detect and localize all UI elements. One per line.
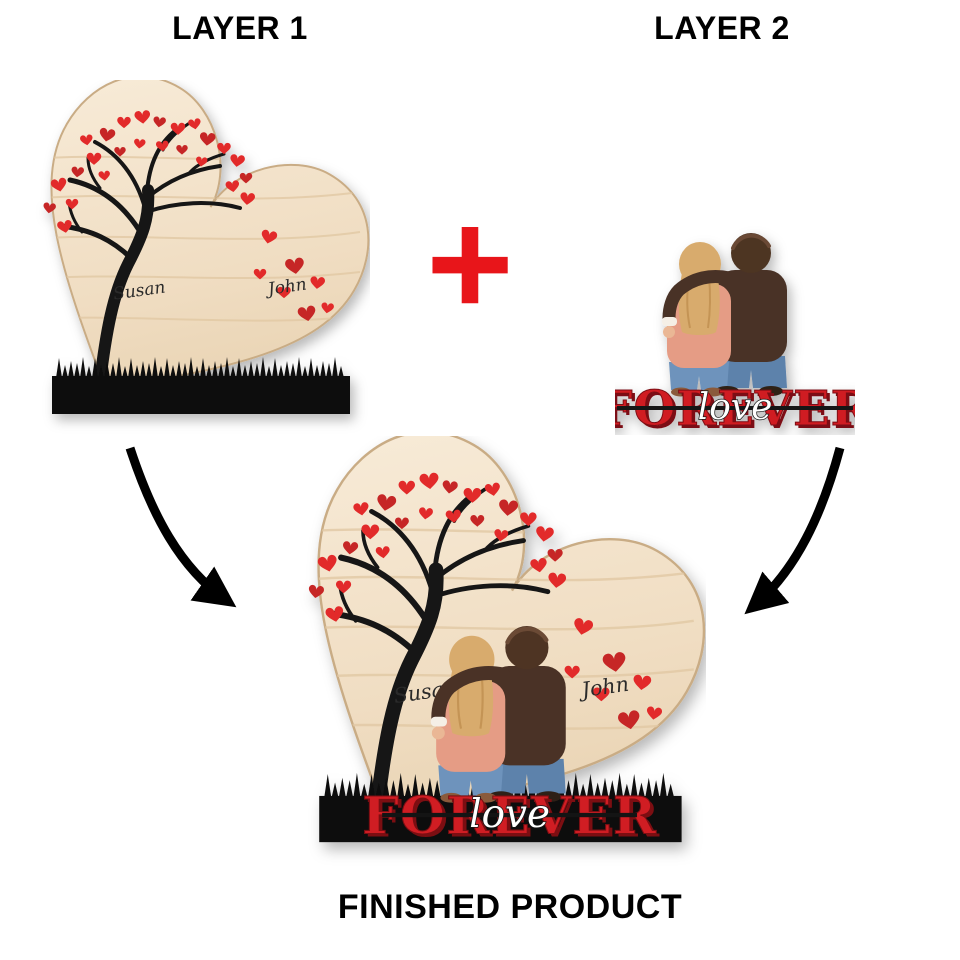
finished-product-image <box>256 436 706 876</box>
curved-arrow-right-icon <box>744 446 845 615</box>
layer2-label: LAYER 2 <box>654 10 790 46</box>
layer1-label: LAYER 1 <box>172 10 308 46</box>
layer2-overlay-image <box>615 220 855 435</box>
curved-arrow-left-icon <box>125 446 237 608</box>
layer1-plaque-image <box>0 80 370 440</box>
finished-product-label: FINISHED PRODUCT <box>337 888 683 926</box>
plus-sign: + <box>426 178 514 347</box>
